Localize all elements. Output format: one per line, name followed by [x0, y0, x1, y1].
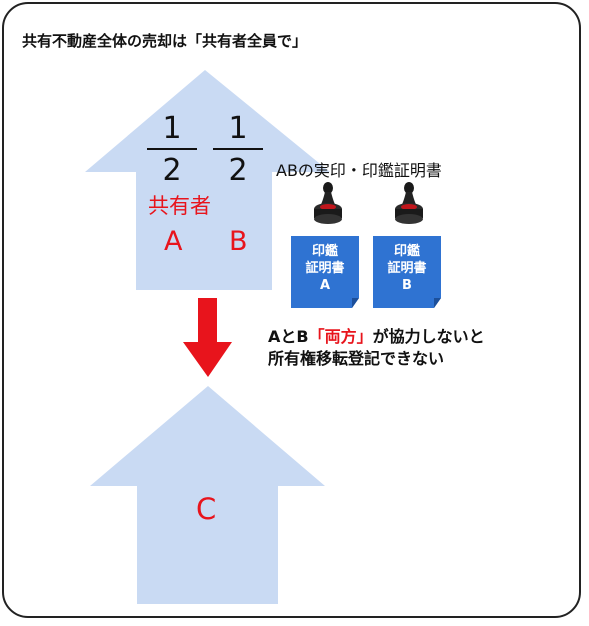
- co-owners-label: 共有者: [148, 194, 211, 218]
- note-suffix: が協力しないと: [372, 327, 485, 346]
- share-denominator: 2: [228, 153, 248, 188]
- share-fraction-a: 1 2: [147, 114, 197, 186]
- certificate-b-text: 印鑑 証明書 B: [373, 243, 441, 294]
- diagram-frame: [2, 2, 581, 618]
- seal-caption: ABの実印・印鑑証明書: [276, 161, 442, 180]
- certificate-doc-icon: [291, 236, 359, 308]
- note-line-1: AとB「両方」が協力しないと: [268, 326, 485, 348]
- certificate-line: 印鑑: [311, 244, 338, 259]
- seal-stamp-icon: [314, 182, 342, 224]
- seal-stamp-icon: [395, 182, 423, 224]
- fraction-bar: [147, 148, 197, 150]
- note-line-2: 所有権移転登記できない: [268, 349, 445, 368]
- share-fraction-b: 1 2: [213, 114, 263, 186]
- fraction-bar: [213, 148, 263, 150]
- share-denominator: 2: [162, 153, 182, 188]
- certificate-line: 印鑑: [393, 244, 420, 259]
- owner-a-label: A: [164, 226, 183, 257]
- certificate-line: A: [319, 278, 331, 293]
- certificate-line: 証明書: [305, 261, 345, 276]
- down-arrow-icon: [183, 298, 232, 377]
- share-numerator: 1: [162, 111, 182, 146]
- cooperation-note: AとB「両方」が協力しないと 所有権移転登記できない: [268, 326, 485, 370]
- certificate-line: B: [402, 278, 412, 293]
- owner-b-label: B: [229, 226, 248, 257]
- certificate-doc-icon: [373, 236, 441, 308]
- buyer-label: C: [196, 492, 217, 526]
- note-prefix: AとB: [268, 327, 309, 346]
- co-owned-house-shape: [85, 70, 330, 290]
- buyer-house-shape: [90, 386, 325, 604]
- certificate-line: 証明書: [387, 261, 427, 276]
- share-numerator: 1: [228, 111, 248, 146]
- note-highlight: 「両方」: [308, 327, 373, 346]
- certificate-a-text: 印鑑 証明書 A: [291, 243, 359, 294]
- diagram-title: 共有不動産全体の売却は「共有者全員で」: [22, 32, 308, 50]
